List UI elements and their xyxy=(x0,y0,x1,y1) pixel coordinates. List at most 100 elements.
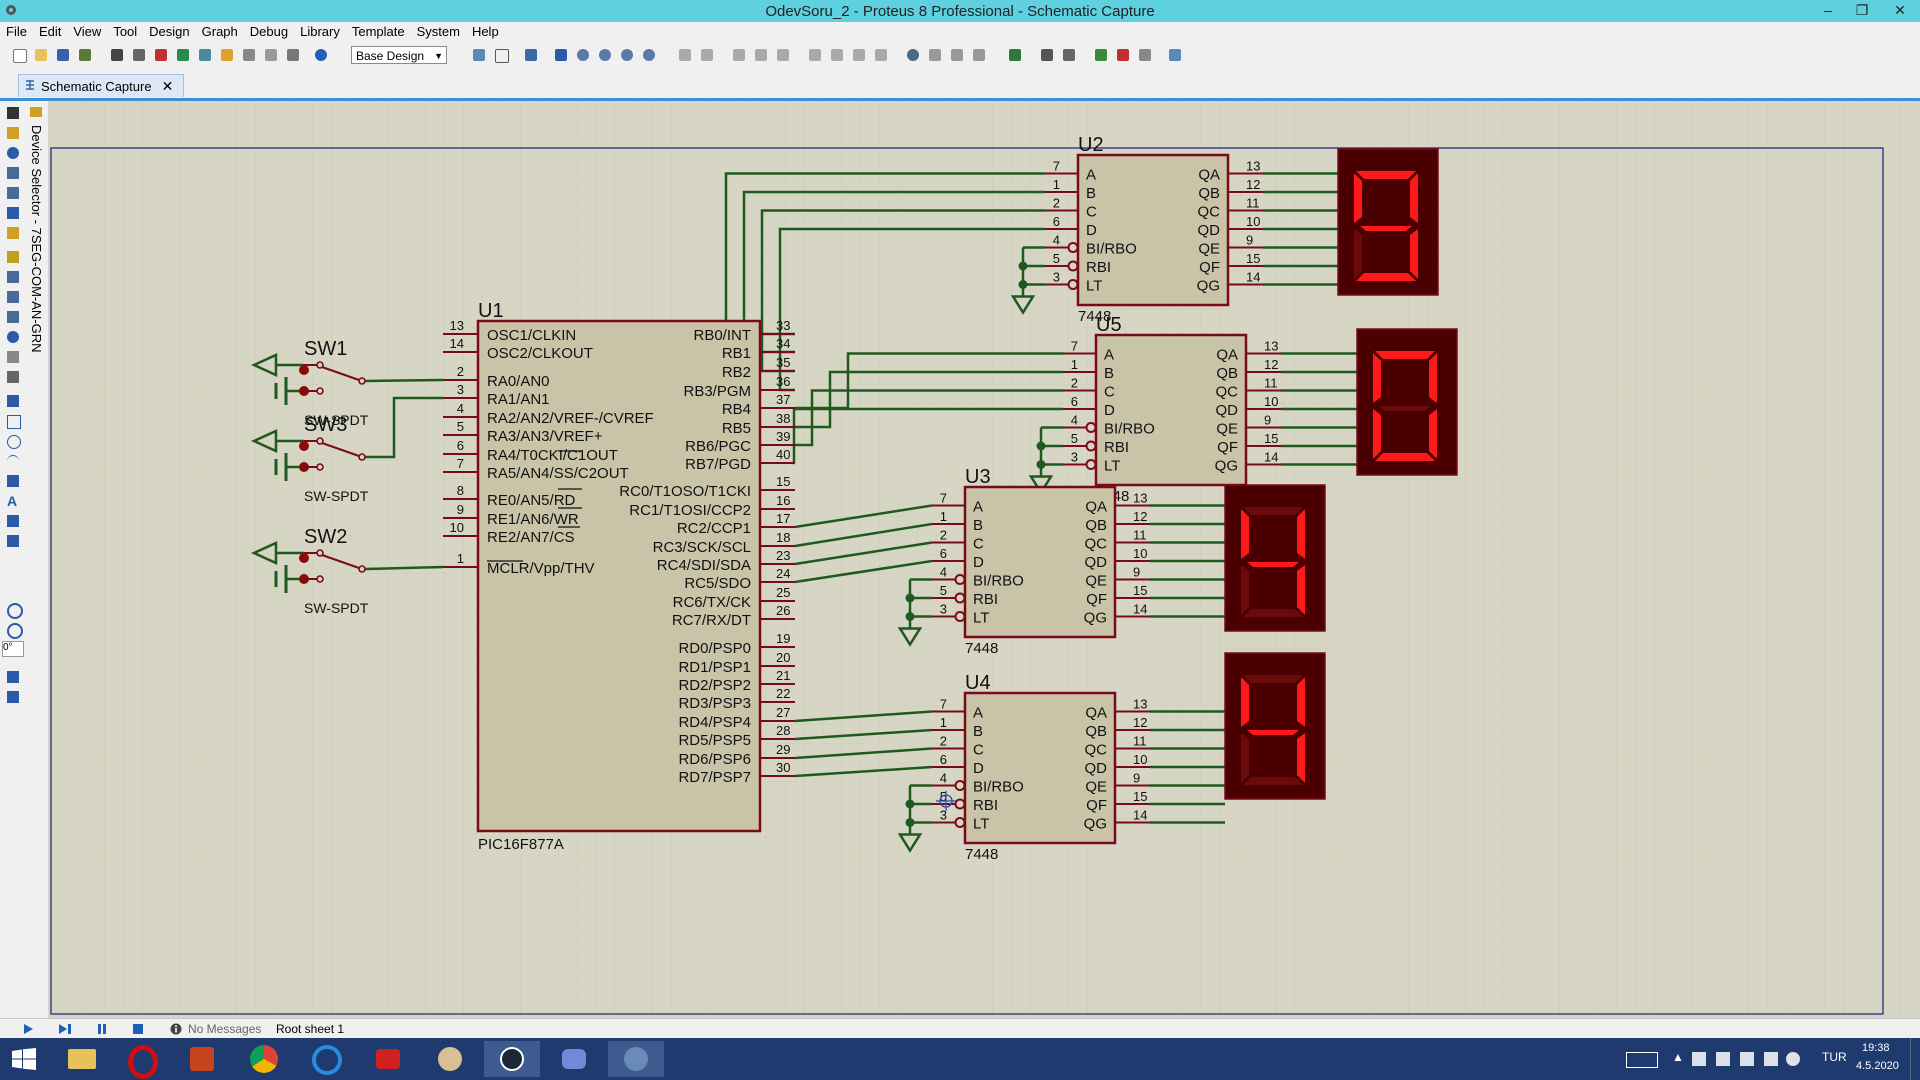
steam-tray-icon[interactable] xyxy=(1786,1052,1800,1066)
origin-icon[interactable] xyxy=(522,46,540,64)
menu-graph[interactable]: Graph xyxy=(201,24,238,39)
clock-date[interactable]: 4.5.2020 xyxy=(1856,1060,1899,1072)
menu-debug[interactable]: Debug xyxy=(249,24,289,39)
zoom-area-icon[interactable] xyxy=(640,46,658,64)
device-selector-panel[interactable]: Device Selector - 7SEG-COM-AN-GRN xyxy=(26,101,49,1018)
gerber-icon[interactable] xyxy=(196,46,214,64)
device-selector-pin-icon[interactable] xyxy=(30,107,42,117)
line-2d-icon[interactable] xyxy=(4,393,22,409)
steam-taskbar-icon[interactable] xyxy=(484,1041,540,1077)
zoom-in-icon[interactable] xyxy=(574,46,592,64)
circle-2d-icon[interactable] xyxy=(4,433,22,449)
undo-icon[interactable] xyxy=(676,46,694,64)
schematic-canvas[interactable]: U1PIC16F877A13OSC1/CLKIN14OSC2/CLKOUT2RA… xyxy=(48,101,1920,1018)
pan-icon[interactable] xyxy=(552,46,570,64)
device-pins-icon[interactable] xyxy=(4,269,22,285)
block-move-icon[interactable] xyxy=(828,46,846,64)
menu-design[interactable]: Design xyxy=(149,24,190,39)
component-mode-icon[interactable] xyxy=(4,125,22,141)
powerpoint-taskbar-icon[interactable] xyxy=(174,1041,230,1077)
menu-file[interactable]: File xyxy=(6,24,27,39)
zoom-all-icon[interactable] xyxy=(618,46,636,64)
bus-icon[interactable] xyxy=(4,205,22,221)
play-icon[interactable] xyxy=(22,1023,34,1035)
help-icon[interactable] xyxy=(312,46,330,64)
discord-taskbar-icon[interactable] xyxy=(546,1041,602,1077)
voltage-probe-icon[interactable] xyxy=(4,349,22,365)
save-all-icon[interactable] xyxy=(76,46,94,64)
file-explorer-taskbar-icon[interactable] xyxy=(54,1041,110,1077)
step-icon[interactable] xyxy=(58,1023,72,1035)
pick-device-icon[interactable] xyxy=(904,46,922,64)
pcb-icon[interactable] xyxy=(152,46,170,64)
tape-recorder-icon[interactable] xyxy=(4,309,22,325)
windows-start-icon[interactable] xyxy=(12,1048,36,1070)
menu-help[interactable]: Help xyxy=(471,24,499,39)
rotation-field[interactable]: 0° xyxy=(2,641,24,657)
clock-time[interactable]: 19:38 xyxy=(1862,1042,1890,1054)
source-icon[interactable] xyxy=(240,46,258,64)
mirror-vertical-icon[interactable] xyxy=(4,689,22,705)
menu-view[interactable]: View xyxy=(73,24,102,39)
rotate-clockwise-icon[interactable] xyxy=(4,601,23,619)
flag-icon[interactable] xyxy=(1692,1052,1706,1066)
cut-icon[interactable] xyxy=(730,46,748,64)
menu-edit[interactable]: Edit xyxy=(38,24,62,39)
text-2d-icon[interactable]: A xyxy=(7,493,18,509)
package-tool-icon[interactable] xyxy=(948,46,966,64)
subcircuit-icon[interactable] xyxy=(4,225,22,241)
paint-taskbar-icon[interactable] xyxy=(422,1041,478,1077)
notes-icon[interactable] xyxy=(284,46,302,64)
zoom-out-icon[interactable] xyxy=(596,46,614,64)
pause-icon[interactable] xyxy=(96,1023,108,1035)
chrome-taskbar-icon[interactable] xyxy=(236,1041,292,1077)
keyboard-icon[interactable] xyxy=(1626,1052,1658,1068)
path-2d-icon[interactable] xyxy=(4,473,22,489)
grid-icon[interactable] xyxy=(492,46,510,64)
virtual-instruments-icon[interactable] xyxy=(4,369,22,385)
block-copy-icon[interactable] xyxy=(806,46,824,64)
symbol-icon[interactable] xyxy=(4,513,22,529)
menu-system[interactable]: System xyxy=(416,24,460,39)
block-rotate-icon[interactable] xyxy=(850,46,868,64)
arc-2d-icon[interactable] xyxy=(4,453,22,469)
show-desktop-button[interactable] xyxy=(1910,1038,1917,1080)
internet-explorer-taskbar-icon[interactable] xyxy=(298,1041,354,1077)
minimize-button[interactable]: – xyxy=(1824,2,1832,18)
schematic-icon[interactable] xyxy=(130,46,148,64)
opera-taskbar-icon[interactable] xyxy=(114,1041,170,1079)
junction-dot-icon[interactable] xyxy=(4,145,22,161)
bom-icon[interactable] xyxy=(218,46,236,64)
close-button[interactable]: ✕ xyxy=(1894,2,1906,18)
restore-button[interactable]: ❐ xyxy=(1855,2,1869,18)
search-tag-icon[interactable] xyxy=(1038,46,1056,64)
terminals-icon[interactable] xyxy=(4,249,22,265)
mirror-horizontal-icon[interactable] xyxy=(4,669,22,685)
input-language[interactable]: TUR xyxy=(1822,1050,1847,1064)
marker-icon[interactable] xyxy=(4,533,22,549)
app-red-taskbar-icon[interactable] xyxy=(360,1041,416,1077)
copy-icon[interactable] xyxy=(752,46,770,64)
stop-icon[interactable] xyxy=(132,1023,144,1035)
text-script-icon[interactable] xyxy=(4,185,22,201)
tab-schematic-capture[interactable]: Schematic Capture✕ xyxy=(18,74,185,97)
rotate-anticlockwise-icon[interactable] xyxy=(4,621,23,639)
back-icon[interactable] xyxy=(174,46,192,64)
menu-tool[interactable]: Tool xyxy=(113,24,138,39)
netlist-icon[interactable] xyxy=(1166,46,1184,64)
paste-icon[interactable] xyxy=(774,46,792,64)
wire-autorouter-icon[interactable] xyxy=(1006,46,1024,64)
graph-icon[interactable] xyxy=(4,289,22,305)
refresh-icon[interactable] xyxy=(470,46,488,64)
network-icon[interactable] xyxy=(1716,1052,1730,1066)
volume-icon[interactable] xyxy=(1740,1052,1754,1066)
block-delete-icon[interactable] xyxy=(872,46,890,64)
discord-tray-icon[interactable] xyxy=(1764,1052,1778,1066)
tray-overflow-icon[interactable]: ▲ xyxy=(1672,1050,1684,1064)
selection-mode-icon[interactable] xyxy=(4,105,22,121)
design-select[interactable]: Base Design▼ xyxy=(351,46,447,64)
generator-icon[interactable] xyxy=(4,329,22,345)
close-tab-icon[interactable]: ✕ xyxy=(161,78,174,94)
wire-label-icon[interactable] xyxy=(4,165,22,181)
decompose-icon[interactable] xyxy=(970,46,988,64)
